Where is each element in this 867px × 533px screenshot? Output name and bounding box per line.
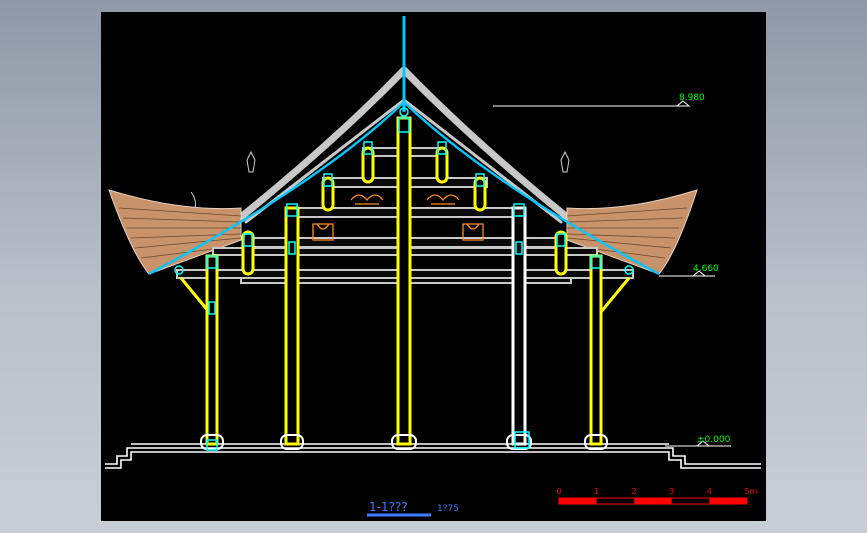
drawing-title: 1-1??? 1?75 (367, 500, 459, 517)
scale-text: 1?75 (437, 504, 459, 514)
elevation-ridge: 8.980 (493, 93, 705, 107)
column-bases (200, 434, 608, 450)
section-title: 1-1??? (369, 500, 408, 514)
roof-lining (148, 16, 660, 276)
scale-bar: 0 1 2 3 4 5m (556, 487, 758, 505)
elevation-eave-label: 4.660 (693, 264, 719, 274)
scale-label-4: 4 (707, 487, 712, 496)
connectors (174, 107, 634, 451)
elevation-ground-label: ±0.000 (697, 435, 731, 445)
scale-label-0: 0 (556, 487, 561, 496)
scale-label-5: 5m (745, 487, 758, 496)
eave-tiles-right (566, 189, 698, 275)
eave-tiles-left (108, 189, 242, 275)
scale-label-3: 3 (669, 487, 674, 496)
bracket-ornaments (312, 194, 484, 241)
scale-label-2: 2 (632, 487, 637, 496)
braces (179, 277, 631, 313)
elevation-ground: ±0.000 (665, 435, 731, 447)
ridge-ornaments (190, 150, 570, 209)
cad-drawing-canvas[interactable]: 8.980 4.660 ±0.000 1-1??? 1?75 0 1 2 3 4… (101, 12, 766, 521)
elevation-ridge-label: 8.980 (679, 93, 705, 103)
scale-label-1: 1 (594, 487, 599, 496)
roof-slopes (237, 66, 571, 224)
section-drawing: 8.980 4.660 ±0.000 1-1??? 1?75 0 1 2 3 4… (105, 16, 761, 517)
elevation-eave: 4.660 (659, 264, 719, 277)
